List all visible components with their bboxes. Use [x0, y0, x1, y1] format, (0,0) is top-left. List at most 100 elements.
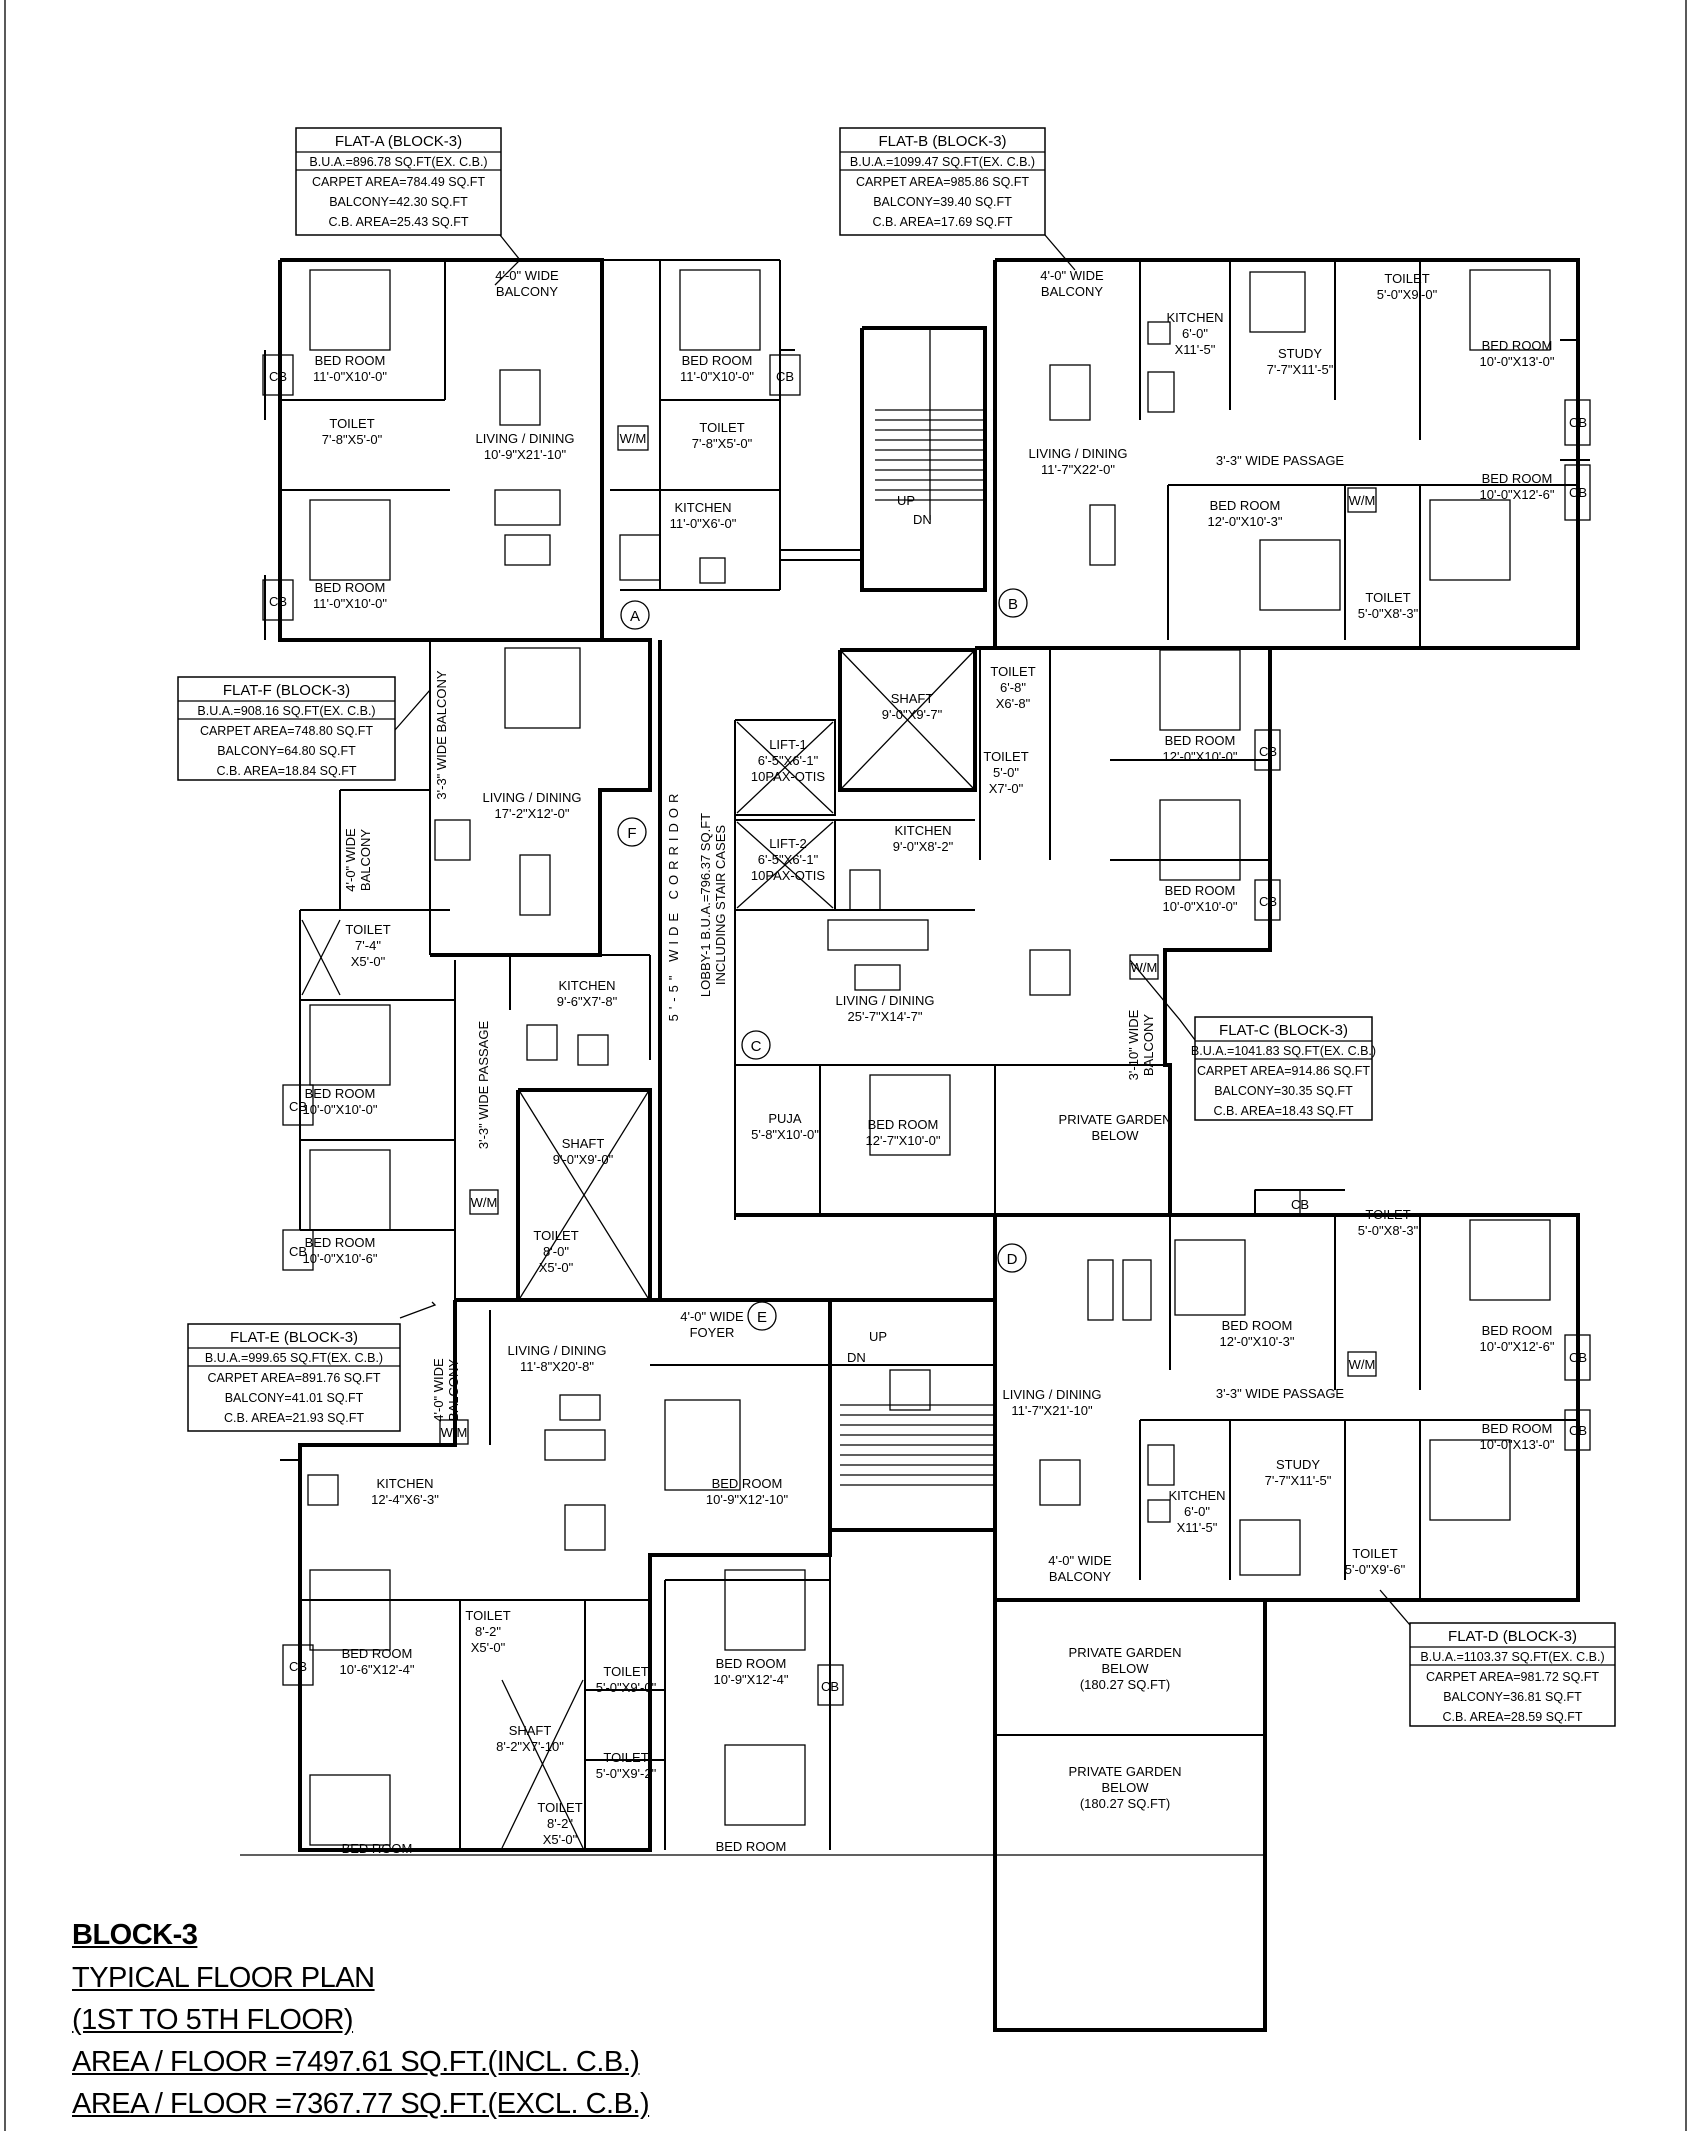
cb-tag: CB: [269, 594, 287, 609]
room-label: 3'-3" WIDE PASSAGE: [1216, 453, 1345, 468]
stair-treads: [840, 328, 995, 1486]
cb-tag: CB: [1569, 485, 1587, 500]
stair-dn-label: DN: [913, 512, 932, 527]
marker-f: F: [627, 825, 636, 842]
flat-title: FLAT-A (BLOCK-3): [335, 133, 462, 150]
vertical-room-label: 4'-0" WIDEBALCONY: [343, 828, 373, 892]
flat-balcony-area: BALCONY=42.30 SQ.FT: [329, 195, 468, 209]
flat-balcony-area: BALCONY=36.81 SQ.FT: [1443, 1690, 1582, 1704]
marker-a: A: [630, 608, 640, 625]
cb-tag: CB: [1569, 415, 1587, 430]
plan-title: TYPICAL FLOOR PLAN: [72, 1962, 375, 1994]
flat-carpet-area: CARPET AREA=784.49 SQ.FT: [312, 175, 485, 189]
flat-title: FLAT-C (BLOCK-3): [1219, 1022, 1348, 1039]
area-excl-cb: AREA / FLOOR =7367.77 SQ.FT.(EXCL. C.B.): [72, 2088, 650, 2120]
cb-tag: CB: [1259, 744, 1277, 759]
cb-tag: CB: [1569, 1350, 1587, 1365]
cb-tag: CB: [776, 369, 794, 384]
area-incl-cb: AREA / FLOOR =7497.61 SQ.FT.(INCL. C.B.): [72, 2046, 640, 2078]
cb-tag: CB: [821, 1679, 839, 1694]
flat-carpet-area: CARPET AREA=981.72 SQ.FT: [1426, 1670, 1599, 1684]
marker-b: B: [1008, 596, 1018, 613]
leader-lines: [394, 234, 1411, 1626]
flat-carpet-area: CARPET AREA=891.76 SQ.FT: [207, 1371, 380, 1385]
cb-tag: CB: [1291, 1197, 1309, 1212]
cb-boxes: [262, 354, 1591, 1706]
room-label: BED ROOM: [716, 1839, 787, 1854]
flat-cb-area: C.B. AREA=28.59 SQ.FT: [1443, 1710, 1583, 1724]
vertical-room-label: LOBBY-1 B.U.A.=796.37 SQ.FTINCLUDING STA…: [698, 813, 728, 997]
flat-cb-area: C.B. AREA=18.84 SQ.FT: [217, 764, 357, 778]
stair-up-label: UP: [869, 1329, 887, 1344]
vertical-room-label: 3'-10" WIDEBALCONY: [1126, 1009, 1156, 1080]
cb-tag: CB: [1569, 1423, 1587, 1438]
flat-carpet-area: CARPET AREA=914.86 SQ.FT: [1197, 1064, 1370, 1078]
corridor-label: 5'-5" WIDE CORRIDOR: [666, 789, 681, 1022]
flat-title: FLAT-B (BLOCK-3): [878, 133, 1006, 150]
wm-tag: W/M: [620, 431, 647, 446]
wm-tag: W/M: [471, 1195, 498, 1210]
flat-b-area-box: FLAT-B (BLOCK-3) B.U.A.=1099.47 SQ.FT(EX.…: [839, 127, 1046, 236]
wm-tag: W/M: [1131, 960, 1158, 975]
wm-tag: W/M: [441, 1425, 468, 1440]
flat-c-area-box: FLAT-C (BLOCK-3) B.U.A.=1041.83 SQ.FT(EX.…: [1191, 1016, 1376, 1121]
flat-balcony-area: BALCONY=30.35 SQ.FT: [1214, 1084, 1353, 1098]
flat-bua: B.U.A.=1041.83 SQ.FT(EX. C.B.): [1191, 1044, 1376, 1058]
shaft-crosses: [301, 651, 974, 1849]
wm-boxes: [439, 425, 1377, 1445]
block-title: BLOCK-3: [72, 1919, 198, 1951]
flat-balcony-area: BALCONY=41.01 SQ.FT: [225, 1391, 364, 1405]
furniture: [307, 269, 1551, 1846]
flat-carpet-area: CARPET AREA=985.86 SQ.FT: [856, 175, 1029, 189]
flat-bua: B.U.A.=1099.47 SQ.FT(EX. C.B.): [850, 155, 1035, 169]
stair-dn-label: DN: [847, 1350, 866, 1365]
flat-title: FLAT-D (BLOCK-3): [1448, 1628, 1577, 1645]
marker-circles: [617, 588, 1028, 1331]
cb-tag: CB: [269, 369, 287, 384]
flat-cb-area: C.B. AREA=18.43 SQ.FT: [1214, 1104, 1354, 1118]
flat-bua: B.U.A.=908.16 SQ.FT(EX. C.B.): [197, 704, 375, 718]
flat-cb-area: C.B. AREA=21.93 SQ.FT: [224, 1411, 364, 1425]
room-label: 3'-3" WIDE PASSAGE: [1216, 1386, 1345, 1401]
